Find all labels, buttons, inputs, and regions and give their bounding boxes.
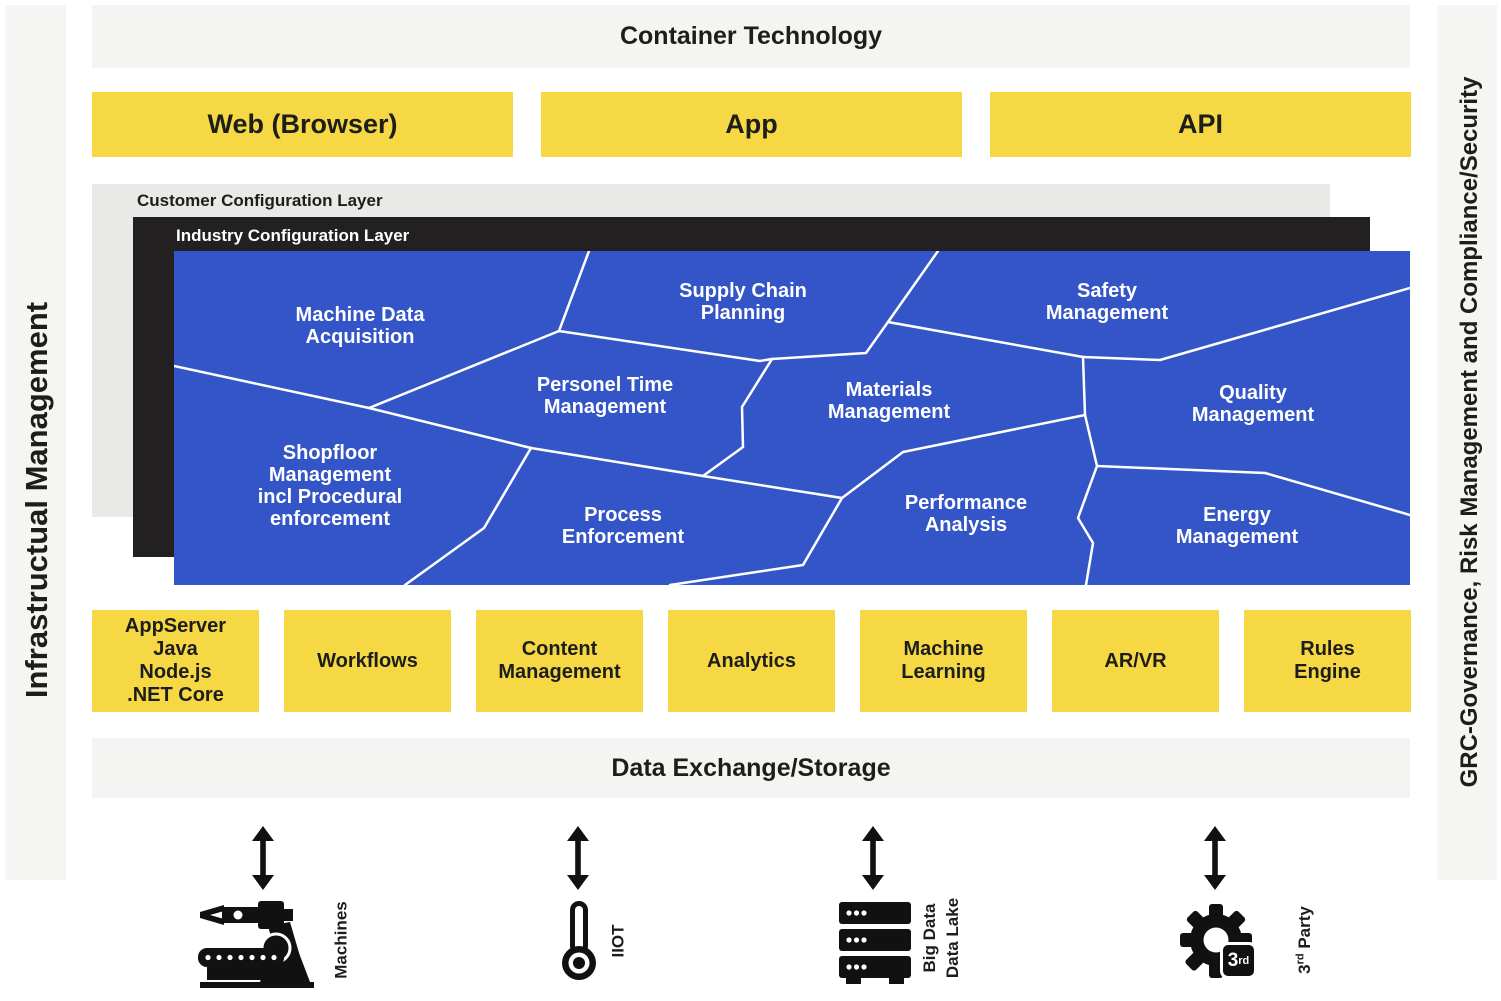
container-technology-label: Container Technology xyxy=(619,22,883,50)
data-exchange-storage-bar: Data Exchange/Storage xyxy=(92,738,1410,798)
big-data-data-lake-label: Big Data Data Lake xyxy=(920,897,962,979)
module-supply-chain-planning: Supply Chain Planning xyxy=(679,280,807,324)
server-stack-icon xyxy=(839,902,911,986)
access-box-app: App xyxy=(541,92,962,157)
left-sidebar: Infrastructual Management xyxy=(5,5,66,880)
service-box-content-management: Content Management xyxy=(476,610,643,712)
double-arrow-icon xyxy=(861,826,885,890)
thermometer-icon xyxy=(562,901,596,981)
module-materials-management: Materials Management xyxy=(827,379,951,423)
machines-label: Machines xyxy=(331,901,351,979)
access-box-app-label: App xyxy=(725,109,778,139)
module-panel: Machine Data Acquisition Supply Chain Pl… xyxy=(174,251,1410,585)
double-arrow-icon xyxy=(1203,826,1227,890)
third-party-label: 3rd Party xyxy=(1294,906,1314,974)
module-process-enforcement: Process Enforcement xyxy=(561,504,685,548)
container-technology-bar: Container Technology xyxy=(92,5,1410,68)
double-arrow-icon xyxy=(566,826,590,890)
module-quality-management: Quality Management xyxy=(1191,382,1315,426)
access-box-web-label: Web (Browser) xyxy=(207,109,398,139)
module-machine-data-acquisition: Machine Data Acquisition xyxy=(295,304,425,348)
module-energy-management: Energy Management xyxy=(1175,504,1299,548)
industry-configuration-layer-label: Industry Configuration Layer xyxy=(176,226,410,245)
robot-arm-icon xyxy=(198,896,322,988)
module-mesh-lines xyxy=(174,251,1410,585)
service-box-machine-learning-label: Machine Learning xyxy=(901,638,986,683)
service-box-rules-engine: Rules Engine xyxy=(1244,610,1411,712)
service-box-content-management-label: Content Management xyxy=(498,638,621,683)
double-arrow-icon xyxy=(251,826,275,890)
access-box-api-label: API xyxy=(1177,109,1223,139)
access-box-web: Web (Browser) xyxy=(92,92,513,157)
service-box-rules-engine-label: Rules Engine xyxy=(1294,638,1361,683)
module-performance-analysis: Performance Analysis xyxy=(904,492,1028,536)
service-box-appserver-label: AppServer Java Node.js .NET Core xyxy=(124,615,227,706)
iiot-label: IIOT xyxy=(608,924,628,958)
right-sidebar: GRC-Governance, Risk Management and Comp… xyxy=(1437,5,1497,880)
module-safety-management: Safety Management xyxy=(1045,280,1169,324)
access-box-api: API xyxy=(990,92,1411,157)
service-box-analytics: Analytics xyxy=(668,610,835,712)
data-exchange-storage-label: Data Exchange/Storage xyxy=(611,753,891,782)
left-sidebar-label: Infrastructual Management xyxy=(19,301,54,699)
service-box-ar-vr: AR/VR xyxy=(1052,610,1219,712)
service-box-workflows-label: Workflows xyxy=(317,649,418,672)
service-box-machine-learning: Machine Learning xyxy=(860,610,1027,712)
module-shopfloor-management: Shopfloor Management incl Procedural enf… xyxy=(257,442,403,530)
service-box-appserver: AppServer Java Node.js .NET Core xyxy=(92,610,259,712)
module-personel-time-management: Personel Time Management xyxy=(536,374,674,418)
customer-configuration-layer-label: Customer Configuration Layer xyxy=(137,191,383,210)
right-sidebar-label: GRC-Governance, Risk Management and Comp… xyxy=(1456,76,1483,788)
service-box-workflows: Workflows xyxy=(284,610,451,712)
service-box-analytics-label: Analytics xyxy=(707,649,796,672)
service-box-ar-vr-label: AR/VR xyxy=(1104,649,1167,672)
